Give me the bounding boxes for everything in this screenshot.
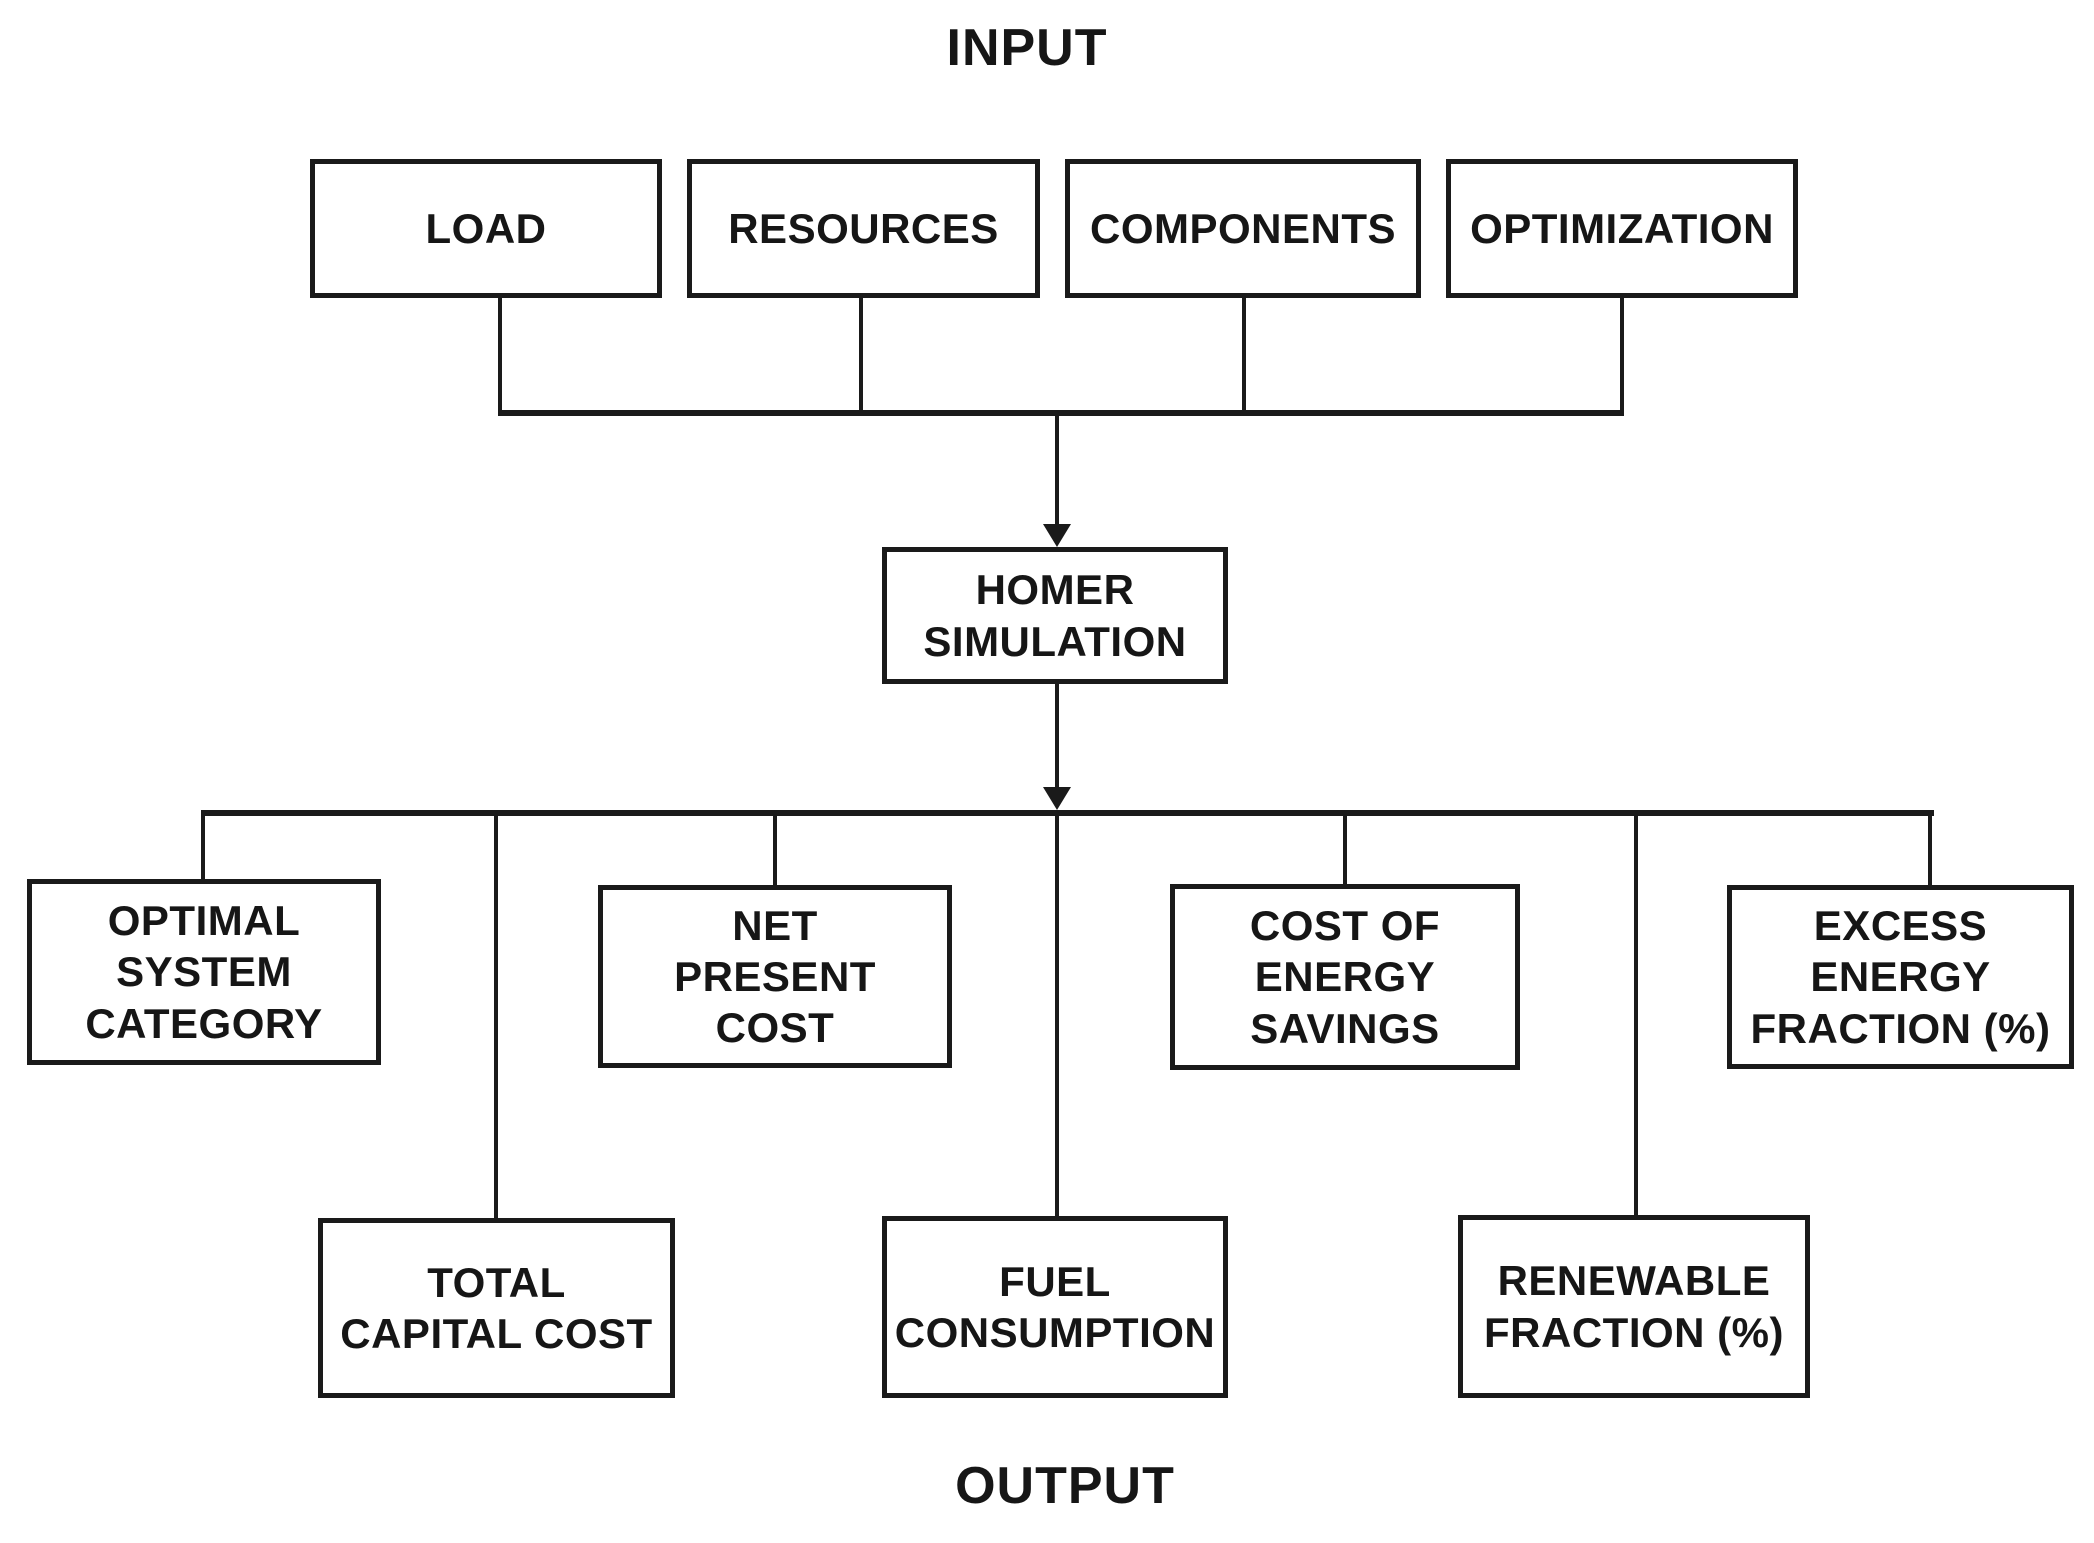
edge-output-bus xyxy=(201,810,1934,816)
node-renewable-fraction-label: RENEWABLE FRACTION (%) xyxy=(1484,1257,1784,1356)
edge-optimal-stub xyxy=(201,813,205,883)
node-renewable-fraction: RENEWABLE FRACTION (%) xyxy=(1458,1215,1810,1398)
edge-input-bus xyxy=(498,410,1624,416)
node-excess-energy-fraction-label: EXCESS ENERGY FRACTION (%) xyxy=(1750,902,2051,1052)
node-load: LOAD xyxy=(310,159,662,298)
node-total-capital-cost-label: TOTAL CAPITAL COST xyxy=(340,1258,653,1357)
node-load-label: LOAD xyxy=(425,204,547,252)
arrow-into-output-bus-icon xyxy=(1043,787,1071,810)
node-fuel-consumption: FUEL CONSUMPTION xyxy=(882,1216,1228,1398)
arrow-into-homer-icon xyxy=(1043,524,1071,547)
node-resources-label: RESOURCES xyxy=(728,204,999,252)
edge-resources-stub xyxy=(859,296,863,414)
node-cost-of-energy-savings: COST OF ENERGY SAVINGS xyxy=(1170,884,1520,1070)
edge-load-stub xyxy=(498,296,502,414)
node-net-present-cost-label: NET PRESENT COST xyxy=(674,901,876,1052)
output-section-title: OUTPUT xyxy=(955,1457,1175,1515)
node-excess-energy-fraction: EXCESS ENERGY FRACTION (%) xyxy=(1727,885,2074,1069)
node-optimization-label: OPTIMIZATION xyxy=(1470,204,1774,252)
node-optimal-system-category-label: OPTIMAL SYSTEM CATEGORY xyxy=(85,897,323,1047)
edge-homer-to-bus xyxy=(1055,684,1059,789)
node-fuel-consumption-label: FUEL CONSUMPTION xyxy=(894,1257,1216,1356)
node-total-capital-cost: TOTAL CAPITAL COST xyxy=(318,1218,675,1398)
edge-renewable-stub xyxy=(1634,813,1638,1217)
edge-bus-to-homer xyxy=(1055,413,1059,526)
node-resources: RESOURCES xyxy=(687,159,1040,298)
node-cost-of-energy-savings-label: COST OF ENERGY SAVINGS xyxy=(1249,902,1441,1052)
edge-excess-stub xyxy=(1928,813,1932,889)
node-homer-simulation: HOMER SIMULATION xyxy=(882,547,1228,684)
node-components-label: COMPONENTS xyxy=(1089,204,1396,252)
node-homer-simulation-label: HOMER SIMULATION xyxy=(923,566,1187,665)
edge-net-present-stub xyxy=(773,813,777,889)
input-section-title: INPUT xyxy=(946,19,1108,77)
edge-total-capital-stub xyxy=(494,813,498,1220)
node-optimal-system-category: OPTIMAL SYSTEM CATEGORY xyxy=(27,879,381,1065)
edge-optimization-stub xyxy=(1620,296,1624,414)
edge-fuel-stub xyxy=(1055,813,1059,1218)
node-net-present-cost: NET PRESENT COST xyxy=(598,885,952,1068)
node-components: COMPONENTS xyxy=(1065,159,1421,298)
edge-cost-savings-stub xyxy=(1343,813,1347,888)
edge-components-stub xyxy=(1242,296,1246,414)
node-optimization: OPTIMIZATION xyxy=(1446,159,1798,298)
